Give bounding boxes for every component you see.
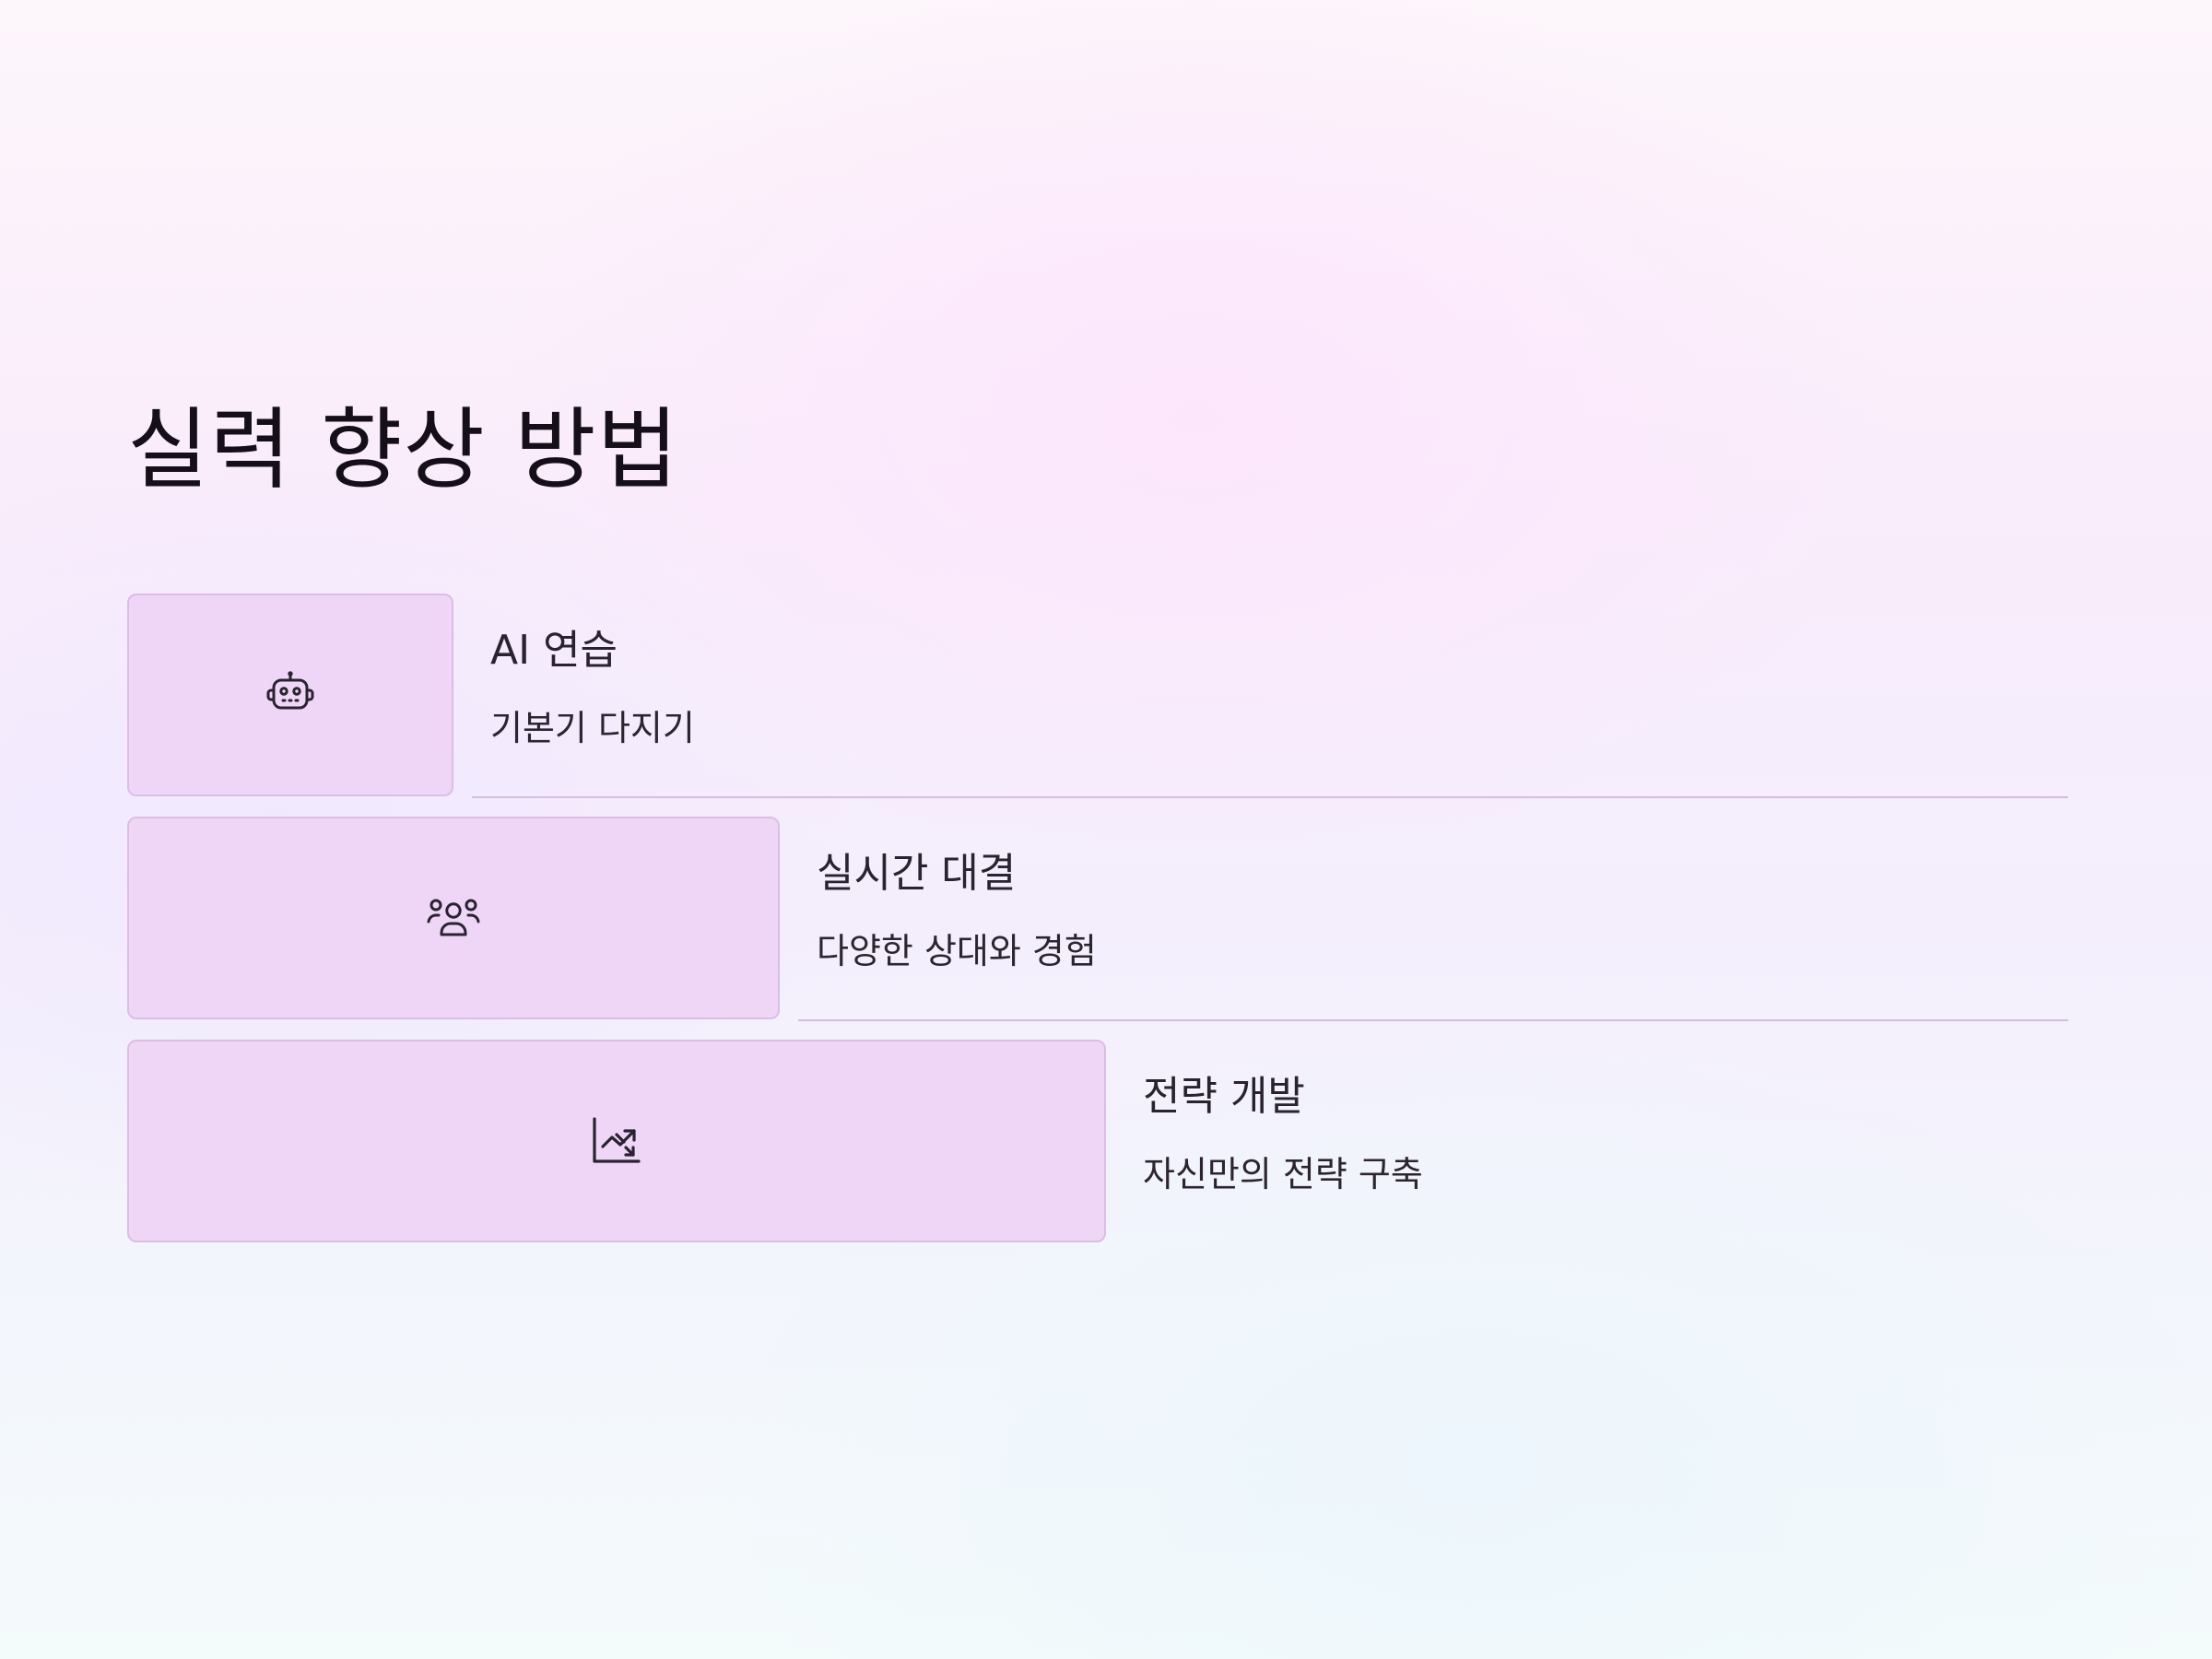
item-title: 전략 개발 (1143, 1073, 1305, 1120)
tile-live-match[interactable] (127, 817, 780, 1019)
page-title: 실력 향상 방법 (127, 398, 679, 501)
item-title: 실시간 대결 (817, 850, 1017, 897)
divider (798, 1019, 2068, 1021)
tile-strategy[interactable] (127, 1040, 1106, 1242)
list-item-ai-practice[interactable]: AI 연습 기본기 다지기 (127, 594, 2068, 798)
divider (472, 796, 2068, 798)
item-title: AI 연습 (490, 627, 618, 674)
tile-ai-practice[interactable] (127, 594, 453, 796)
list-item-live-match[interactable]: 실시간 대결 다양한 상대와 경험 (127, 817, 2068, 1021)
list-item-strategy[interactable]: 전략 개발 자신만의 전략 구축 (127, 1040, 2068, 1244)
robot-icon (263, 671, 318, 719)
item-description: 자신만의 전략 구축 (1143, 1154, 1423, 1194)
trending-chart-icon (589, 1115, 644, 1167)
item-description: 기본기 다지기 (490, 708, 695, 748)
users-icon (426, 894, 481, 942)
item-description: 다양한 상대와 경험 (817, 931, 1097, 971)
